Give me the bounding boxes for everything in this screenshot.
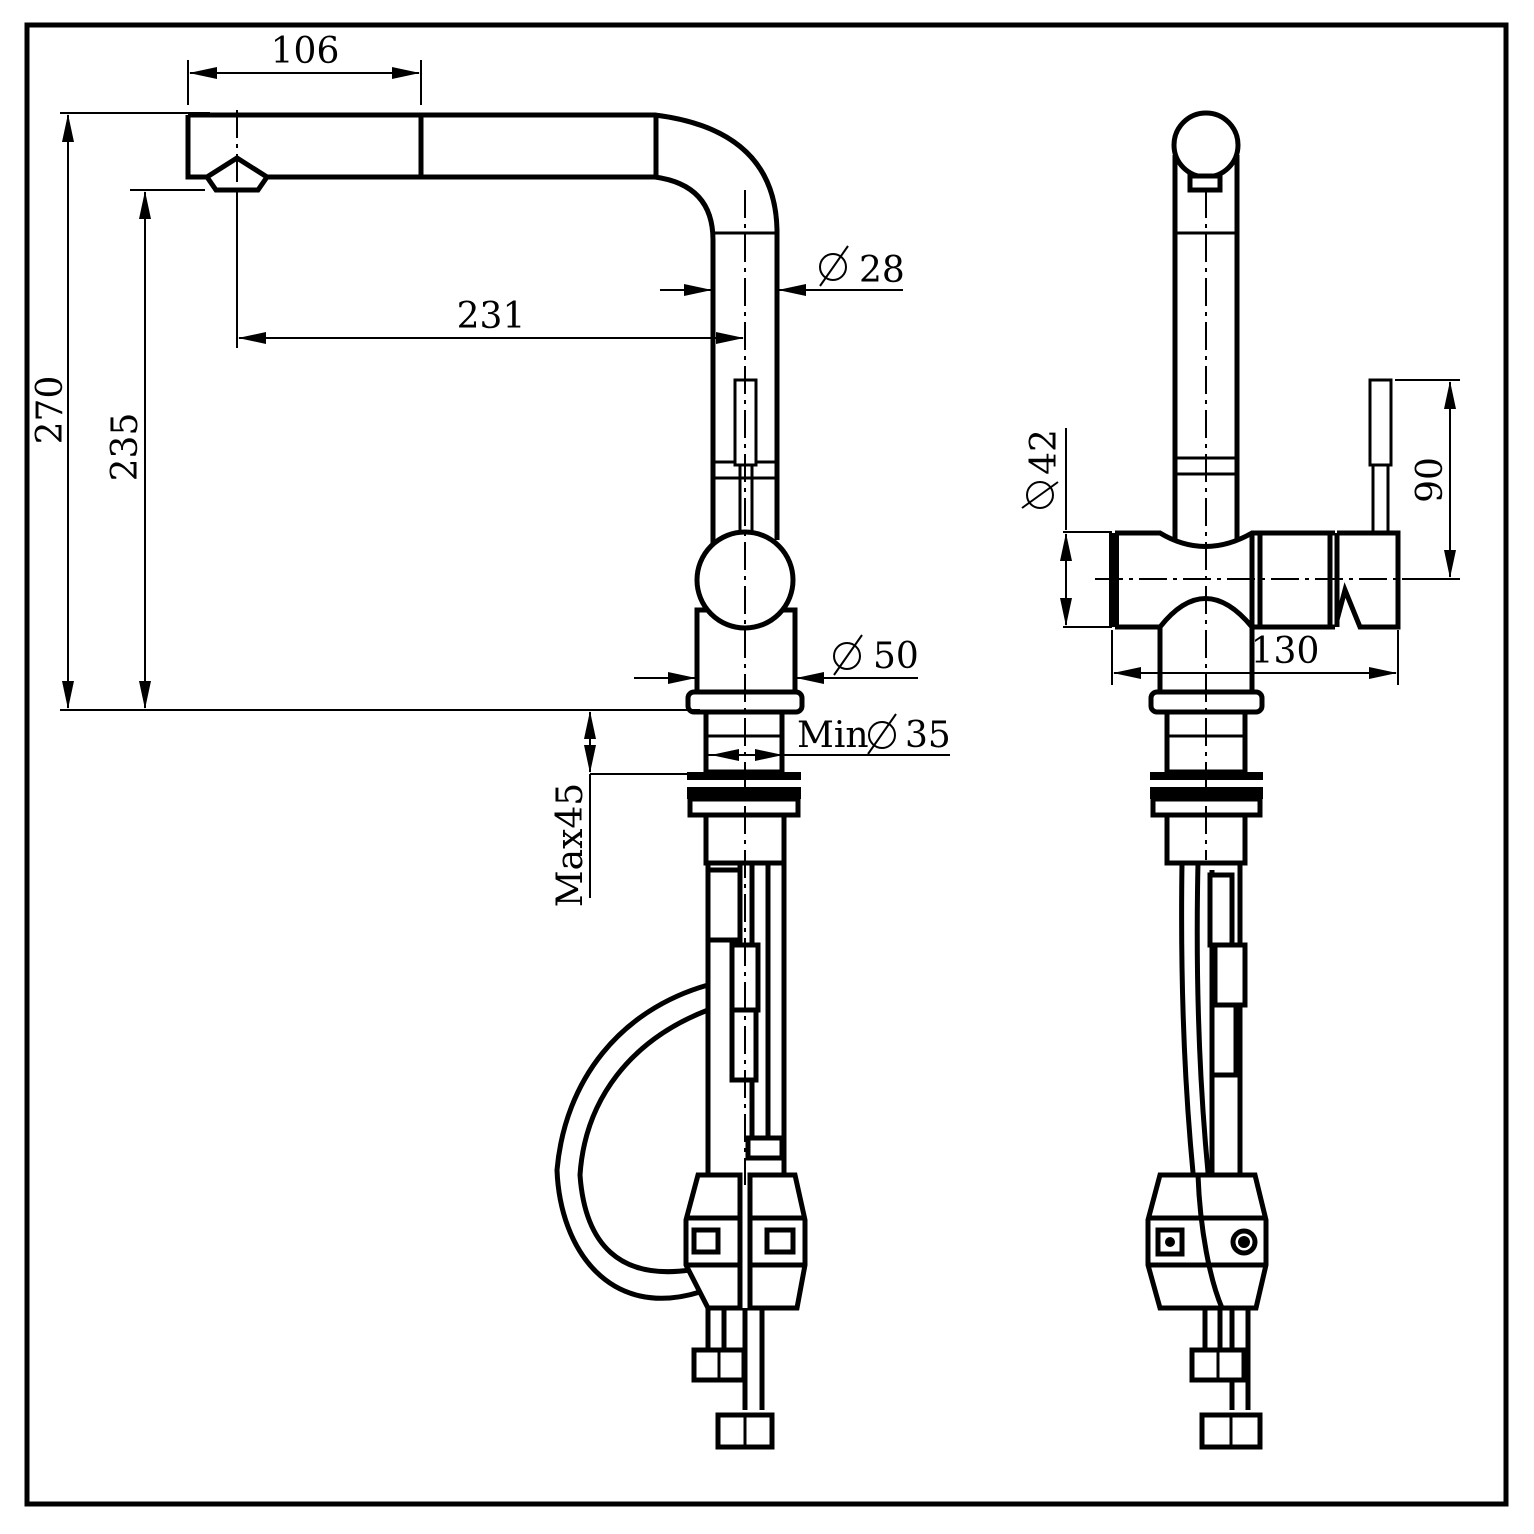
dimension-106-text: 106 [271,31,340,72]
front-lever-hub [1334,530,1401,630]
diameter-symbol-50 [833,634,863,676]
side-hose-loop [554,982,709,1301]
dimension-min-label: Min [797,715,869,756]
side-spout [185,112,780,550]
dimension-d35-text: 35 [905,715,951,756]
dimension-d28-text: 28 [859,250,905,291]
dimension-235-text: 235 [105,413,146,482]
dimension-90-text: 90 [1410,457,1451,503]
front-spout [1172,155,1240,540]
side-counterweight [683,1172,808,1311]
drawing-border [24,22,1509,1507]
dimension-d42-text: 42 [1024,429,1065,475]
diameter-symbol-42 [1021,481,1059,509]
dimension-231-text: 231 [457,296,526,337]
dimension-d50-text: 50 [873,636,919,677]
diameter-symbol-28 [819,245,849,287]
side-view [185,110,808,1450]
dimension-130-text: 130 [1251,631,1320,672]
dimensions: 106 231 28 270 235 50 Min [30,31,1460,907]
front-spout-head [1171,110,1241,180]
front-view [1095,110,1460,1450]
front-lever [1368,378,1393,467]
dimension-270-text: 270 [30,376,71,445]
diameter-symbol-35 [867,713,897,755]
dimension-max45-text: Max45 [550,783,591,907]
